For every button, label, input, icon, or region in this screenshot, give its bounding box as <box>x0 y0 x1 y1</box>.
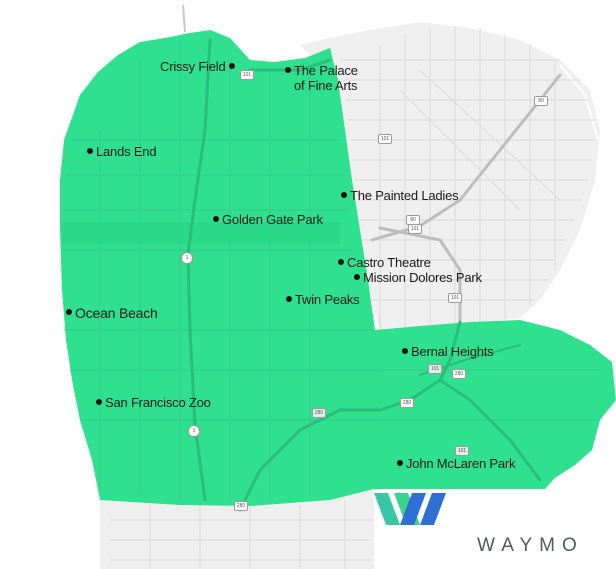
poi-marker <box>96 398 102 405</box>
golden-gate-park-area <box>62 222 340 244</box>
route-101-shield: 101 <box>408 224 422 234</box>
poi-marker <box>213 215 219 222</box>
poi-lands-end[interactable]: Lands End <box>84 143 157 160</box>
poi-label: Mission Dolores Park <box>363 270 482 286</box>
poi-marker <box>286 295 292 302</box>
route-280-shield: 280 <box>452 369 466 379</box>
poi-john-mclaren-park[interactable]: John McLaren Park <box>394 455 516 472</box>
poi-label: John McLaren Park <box>406 456 516 472</box>
poi-mission-dolores-park[interactable]: Mission Dolores Park <box>351 269 482 285</box>
poi-marker <box>66 309 72 316</box>
route-80-shield: 80 <box>534 96 548 106</box>
route-1-shield: 1 <box>188 425 200 437</box>
route-1-shield: 1 <box>181 252 193 264</box>
poi-label-line2: of Fine Arts <box>294 78 358 94</box>
route-101-shield: 101 <box>428 364 442 374</box>
poi-marker <box>285 66 291 73</box>
poi-golden-gate-park[interactable]: Golden Gate Park <box>210 211 323 227</box>
street-grid-south <box>110 500 370 569</box>
poi-label: Bernal Heights <box>411 344 494 360</box>
poi-marker <box>228 62 235 69</box>
poi-label: The Painted Ladies <box>350 188 459 204</box>
poi-label: Crissy Field <box>160 59 226 75</box>
poi-painted-ladies[interactable]: The Painted Ladies <box>338 187 459 204</box>
poi-label: Lands End <box>96 144 157 160</box>
poi-castro-theatre[interactable]: Castro Theatre <box>335 254 431 270</box>
service-area <box>60 30 616 506</box>
poi-label: Golden Gate Park <box>222 212 323 228</box>
poi-label: Castro Theatre <box>347 255 431 271</box>
poi-label: San Francisco Zoo <box>105 395 211 411</box>
poi-bernal-heights[interactable]: Bernal Heights <box>399 343 494 360</box>
poi-marker <box>341 191 347 198</box>
poi-twin-peaks[interactable]: Twin Peaks <box>283 291 360 308</box>
route-280-shield: 280 <box>234 501 248 511</box>
poi-label: Twin Peaks <box>295 292 360 308</box>
poi-san-francisco-zoo[interactable]: San Francisco Zoo <box>93 394 211 410</box>
shoreline-east <box>559 64 599 141</box>
poi-ocean-beach[interactable]: Ocean Beach <box>63 305 158 321</box>
route-280-shield: 280 <box>312 408 326 418</box>
route-101-shield: 101 <box>240 70 254 80</box>
poi-marker <box>87 147 93 154</box>
poi-marker <box>354 273 360 280</box>
map-edge-line <box>182 4 186 33</box>
waymo-logo-icon <box>374 493 446 525</box>
poi-crissy-field[interactable]: Crissy Field <box>160 58 238 74</box>
poi-marker <box>402 347 408 354</box>
route-101-shield: 101 <box>455 446 469 456</box>
waymo-logo-panel: WAYMO <box>374 489 616 569</box>
route-101-shield: 101 <box>378 134 392 144</box>
poi-palace-of-fine-arts[interactable]: The Palace of Fine Arts <box>282 62 358 93</box>
poi-label: The Palace <box>294 63 358 79</box>
route-80-shield: 80 <box>406 215 420 225</box>
route-101-shield: 101 <box>448 293 462 303</box>
poi-label: Ocean Beach <box>75 304 158 321</box>
route-280-shield: 280 <box>400 398 414 408</box>
poi-marker <box>338 258 344 265</box>
poi-marker <box>397 459 403 466</box>
waymo-wordmark: WAYMO <box>477 535 584 556</box>
